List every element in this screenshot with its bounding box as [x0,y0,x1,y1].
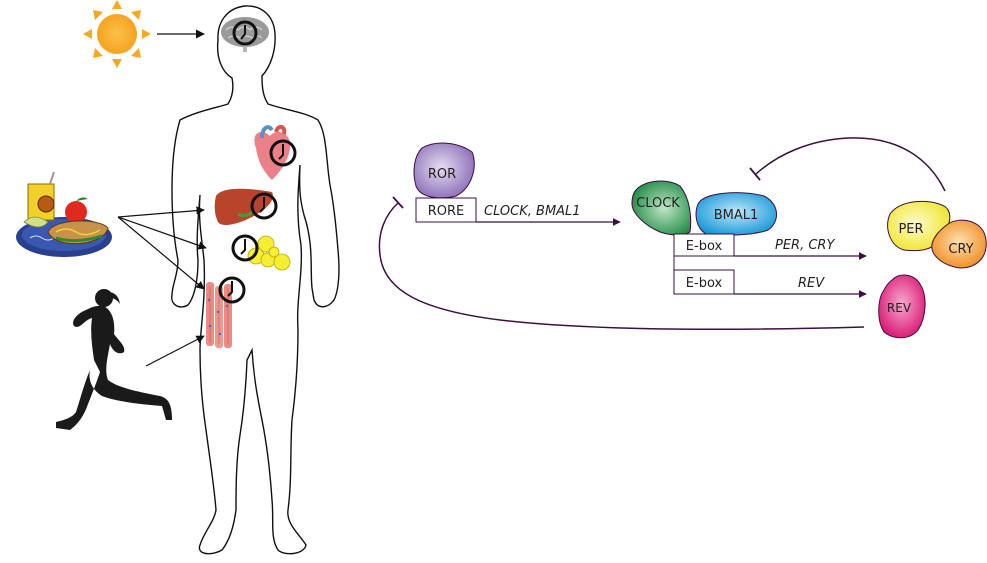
ror-label: ROR [428,167,456,182]
cry-protein: CRY [931,219,987,269]
clock-protein: CLOCK [631,180,692,236]
adipose-tissue-icon [247,235,291,271]
exercise-arrow [145,335,205,367]
liver-icon [214,188,273,225]
rore-label: RORE [428,204,465,219]
ebox1-box [673,233,735,257]
body-panel [16,0,340,555]
runner-icon [56,289,172,430]
per-cry-gene-label: PER, CRY [775,238,835,253]
ebox2-label: E-box [686,276,723,291]
food-arrows [117,206,207,290]
clock-loop-panel: ROR RORE CLOCK, BMAL1 CLOCK BMAL1 E-box … [378,137,987,339]
ror-protein: ROR [413,142,475,199]
bmal1-label: BMAL1 [714,208,759,223]
bmal1-protein: BMAL1 [695,192,777,236]
per-cry-inhibition-arc [755,137,946,192]
heart-clock-icon [269,139,297,167]
human-body-outline [171,5,340,555]
rore-box [415,197,477,223]
ebox2-box [673,269,735,295]
rev-label: REV [887,301,912,315]
food-plate-icon [16,171,112,257]
per-cry-inhibition-bar [749,167,761,181]
rev-gene-label: REV [798,276,825,291]
ebox1-label: E-box [686,239,723,254]
muscle-clock-icon [218,276,246,304]
adipose-clock-icon [231,234,259,262]
rev-protein: REV [878,274,926,339]
cry-label: CRY [948,242,973,257]
liver-clock-icon [250,192,278,220]
clock-bmal1-gene-label: CLOCK, BMAL1 [484,204,581,219]
rev-inhibition-bar [392,196,404,209]
per-label: PER [898,222,923,237]
muscle-fibers-icon [206,282,232,348]
rev-inhibition-arc [378,202,865,331]
sun-icon [83,0,151,68]
clock-label: CLOCK [636,196,680,211]
brain-clock-icon [232,20,258,46]
